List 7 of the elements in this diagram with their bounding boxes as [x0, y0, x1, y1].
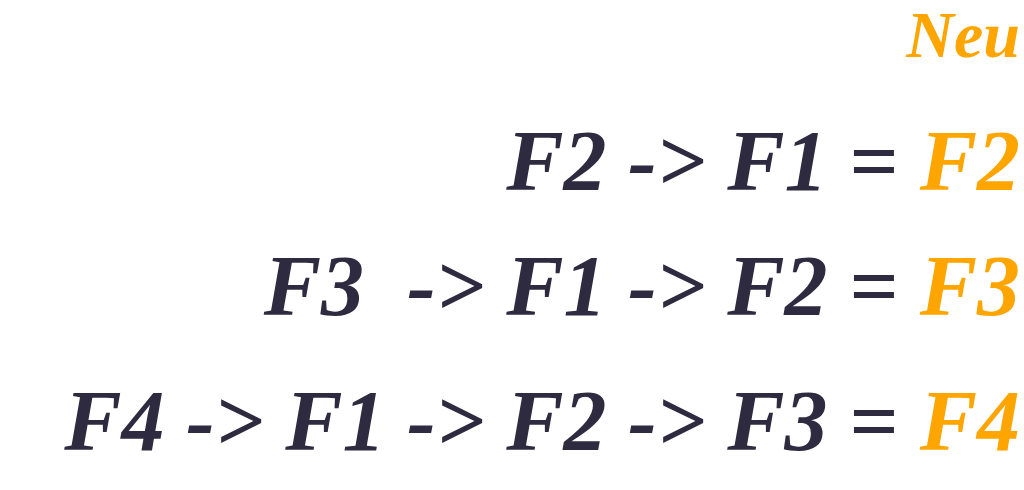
formula-text: F4 -> F1 -> F2 -> F3 =: [64, 378, 899, 464]
heading: Neu: [906, 2, 1020, 68]
formula-text: F3 -> F1 -> F2 =: [263, 243, 899, 329]
result-text: F2: [919, 118, 1020, 204]
result-text: F3: [919, 243, 1020, 329]
result-text: F4: [919, 378, 1020, 464]
formula-text: F2 -> F1 =: [506, 118, 899, 204]
